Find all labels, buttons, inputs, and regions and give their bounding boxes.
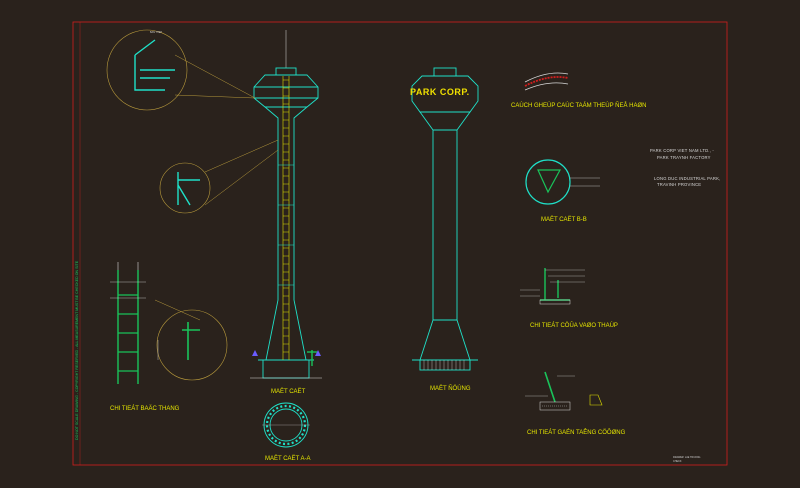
brand-text: PARK CORP. xyxy=(410,87,470,97)
side-note: DO NOT SCALE DRAWING - COPYRIGHT RESERVE… xyxy=(75,260,79,440)
section-aa-view xyxy=(262,402,310,448)
ladder-detail xyxy=(110,262,146,384)
address-line-1: LONG DUC INDUSTRIAL PARK, xyxy=(654,176,720,181)
titleblock-line-1: DRAWER: LAE TRUONG xyxy=(673,456,701,459)
elevation-base-bolts xyxy=(423,360,465,370)
door-detail xyxy=(520,268,585,305)
detail-bubble-top: BAN THEP xyxy=(106,29,256,111)
tower-door-steel xyxy=(307,350,317,366)
detail-bubble-mid xyxy=(159,139,279,214)
owner-line-1: PARK CORP VIET NAM LTD., - xyxy=(650,148,714,153)
label-plate-joint: CAÙCH GHEÙP CAÙC TAÁM THEÙP ÑEÅ HAØN xyxy=(511,102,646,109)
tower-section-view xyxy=(250,30,322,379)
label-section-aa: MAËT CAËT A-A xyxy=(265,455,310,462)
titleblock-line-2: CHECK: xyxy=(673,460,682,463)
label-section-main: MAËT CAËT xyxy=(271,388,306,395)
owner-line-2: PARK TRAYNH FACTORY xyxy=(657,155,711,160)
tower-ladder xyxy=(282,76,290,360)
section-bb-view xyxy=(525,159,600,205)
label-section-bb: MAËT CAËT B-B xyxy=(541,216,587,223)
svg-text:BAN THEP: BAN THEP xyxy=(150,31,162,34)
address-line-2: TRAVINH PROVINCE xyxy=(657,182,701,187)
anchor-detail xyxy=(525,371,603,411)
tower-elevation-view xyxy=(411,67,479,371)
tower-ring-stiffeners xyxy=(278,164,294,286)
label-anchor-detail: CHI TIEÁT GAÉN TAÊNG CÖÔØNG xyxy=(527,428,626,436)
label-door-detail: CHI TIEÁT CÖÛA VAØO THAÙP xyxy=(530,322,618,329)
plate-joint-detail xyxy=(524,72,569,91)
detail-bubble-door xyxy=(154,299,228,381)
label-ladder-detail: CHI TIEÁT BAÄC THANG xyxy=(110,405,180,412)
section-cut-marker-left xyxy=(252,350,258,356)
label-elevation: MAËT ÑÖÙNG xyxy=(430,385,471,392)
sheet-border xyxy=(72,21,728,466)
section-cut-marker-right xyxy=(315,350,321,356)
